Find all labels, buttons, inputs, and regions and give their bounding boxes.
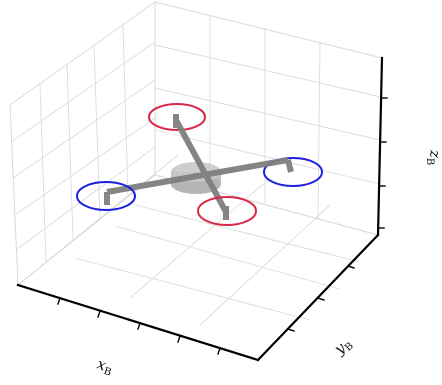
x-axis-label: xB <box>94 355 115 379</box>
y-axis-ticks <box>287 265 355 332</box>
quadrotor <box>76 103 323 226</box>
back-right-pane <box>154 1 383 236</box>
z-axis-ticks <box>377 97 388 229</box>
rotor-back <box>148 103 206 131</box>
z-axis-label: zB <box>424 149 442 165</box>
grid-lines <box>10 16 382 326</box>
rotor-right <box>263 157 323 187</box>
rotor-front <box>197 196 257 226</box>
quadrotor-arms <box>104 114 294 220</box>
arm-back-front <box>173 118 229 214</box>
z-axis-line <box>376 56 384 237</box>
axes <box>16 56 388 362</box>
rotor-left <box>76 181 136 211</box>
arm-left-right <box>106 157 289 195</box>
x-axis-line <box>16 283 260 362</box>
y-axis-label: yB <box>330 334 356 360</box>
x-axis-ticks <box>57 297 221 355</box>
back-left-pane <box>9 1 156 287</box>
